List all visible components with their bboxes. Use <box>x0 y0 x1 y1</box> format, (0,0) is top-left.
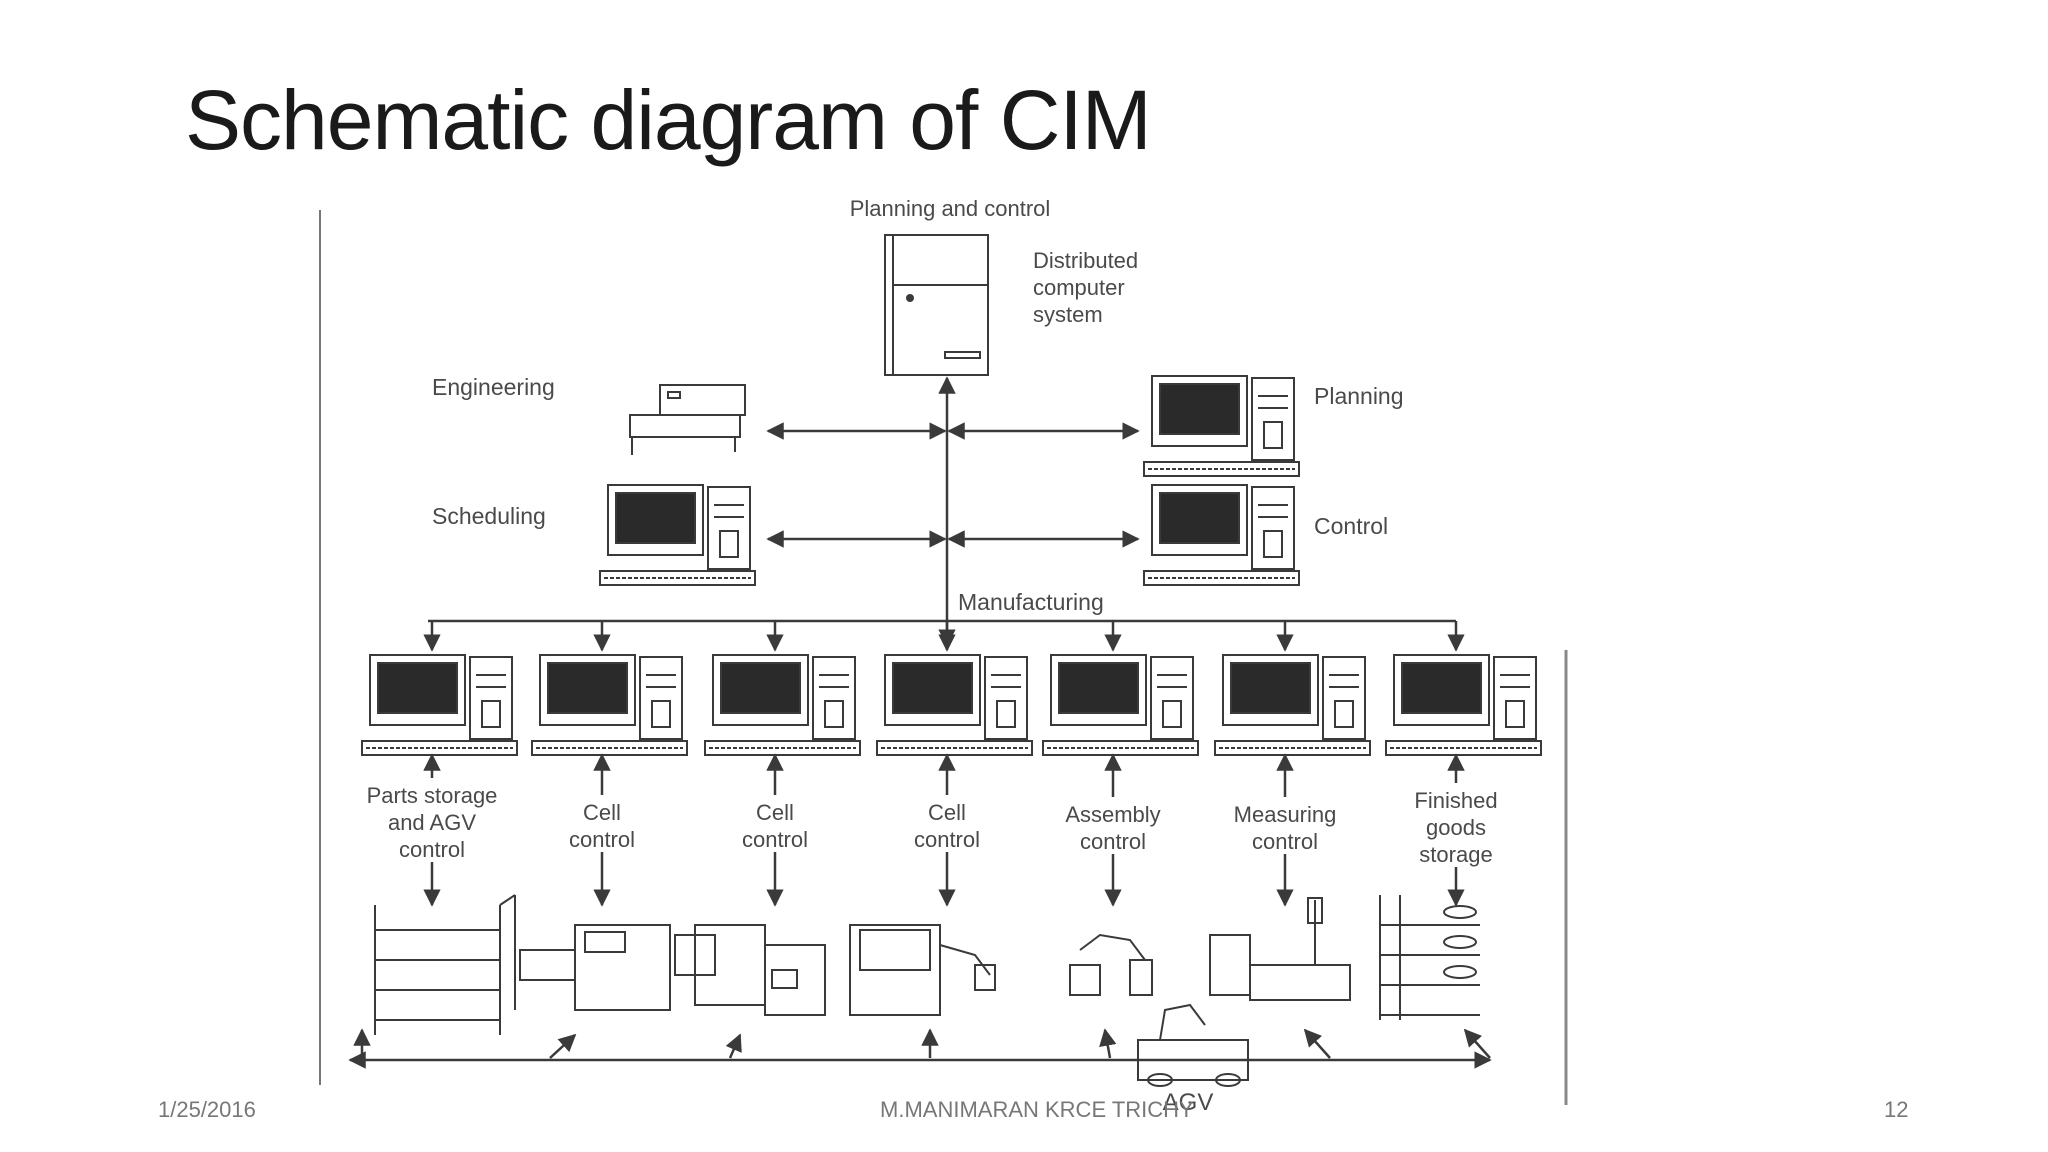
footer-date: 1/25/2016 <box>158 1097 256 1122</box>
station-5-label-line-2: control <box>1080 829 1146 854</box>
station-1-label-line-1: Parts storage <box>367 783 498 808</box>
transport-up-arrow-3 <box>725 1033 742 1059</box>
finished-goods-rack-icon <box>1379 895 1480 1020</box>
station-7-computer-icon <box>1385 654 1542 756</box>
transport-up-arrow-7 <box>1463 1028 1491 1059</box>
assembly-robot-icon <box>1069 933 1153 996</box>
station-2-computer-icon <box>531 654 688 756</box>
station-6-label-line-1: Measuring <box>1234 802 1337 827</box>
station-4-label-line-1: Cell <box>928 800 966 825</box>
station-1-computer-icon <box>361 654 518 756</box>
station-elements <box>353 375 1542 1060</box>
planning-and-control-label: Planning and control <box>850 196 1051 221</box>
station-3-label-line-2: control <box>742 827 808 852</box>
station-7-label-line-1: Finished <box>1414 788 1497 813</box>
station-3-computer-icon <box>704 654 861 756</box>
station-2-label-line-2: control <box>569 827 635 852</box>
server-label-line-1: Distributed <box>1033 248 1138 273</box>
engineering-workstation-icon <box>629 384 746 455</box>
station-6-computer-icon <box>1214 654 1371 756</box>
manufacturing-label: Manufacturing <box>958 589 1104 615</box>
page-number: 12 <box>1884 1097 1909 1122</box>
slide-title: Schematic diagram of CIM <box>185 73 1152 167</box>
station-7-label-line-2: goods <box>1426 815 1486 840</box>
scheduling-label: Scheduling <box>432 503 546 529</box>
measuring-machine-icon <box>1209 897 1351 1001</box>
station-1-label-line-2: and AGV <box>388 810 476 835</box>
control-label: Control <box>1314 513 1388 539</box>
scheduling-computer-icon <box>599 484 756 586</box>
control-computer-icon <box>1143 484 1300 586</box>
agv-label: AGV <box>1163 1089 1214 1116</box>
station-1-label-line-3: control <box>399 837 465 862</box>
station-labels: Parts storage and AGV control Cell contr… <box>367 783 1498 867</box>
agv-icon <box>1137 1003 1249 1087</box>
planning-computer-icon <box>1143 375 1300 477</box>
server-label-line-2: computer <box>1033 275 1125 300</box>
station-6-label-line-2: control <box>1252 829 1318 854</box>
station-5-label-line-1: Assembly <box>1065 802 1160 827</box>
planning-label: Planning <box>1314 383 1404 409</box>
engineering-label: Engineering <box>432 374 555 400</box>
station-5-computer-icon <box>1042 654 1199 756</box>
distributed-computer-icon <box>884 234 989 376</box>
transport-up-arrow-5 <box>1099 1028 1117 1059</box>
server-label-line-3: system <box>1033 302 1103 327</box>
station-2-label-line-1: Cell <box>583 800 621 825</box>
cell-machine-1-icon <box>519 924 671 1011</box>
cell-machine-3-icon <box>849 924 996 1016</box>
transport-up-arrow-6 <box>1303 1028 1331 1059</box>
station-4-label-line-2: control <box>914 827 980 852</box>
station-3-label-line-1: Cell <box>756 800 794 825</box>
station-4-computer-icon <box>876 654 1033 756</box>
cell-machine-2-icon <box>674 924 826 1016</box>
footer-author: M.MANIMARAN KRCE TRICHY <box>880 1097 1194 1122</box>
transport-up-arrow-2 <box>549 1033 577 1059</box>
station-7-label-line-3: storage <box>1419 842 1492 867</box>
parts-storage-rack-icon <box>374 894 516 1035</box>
